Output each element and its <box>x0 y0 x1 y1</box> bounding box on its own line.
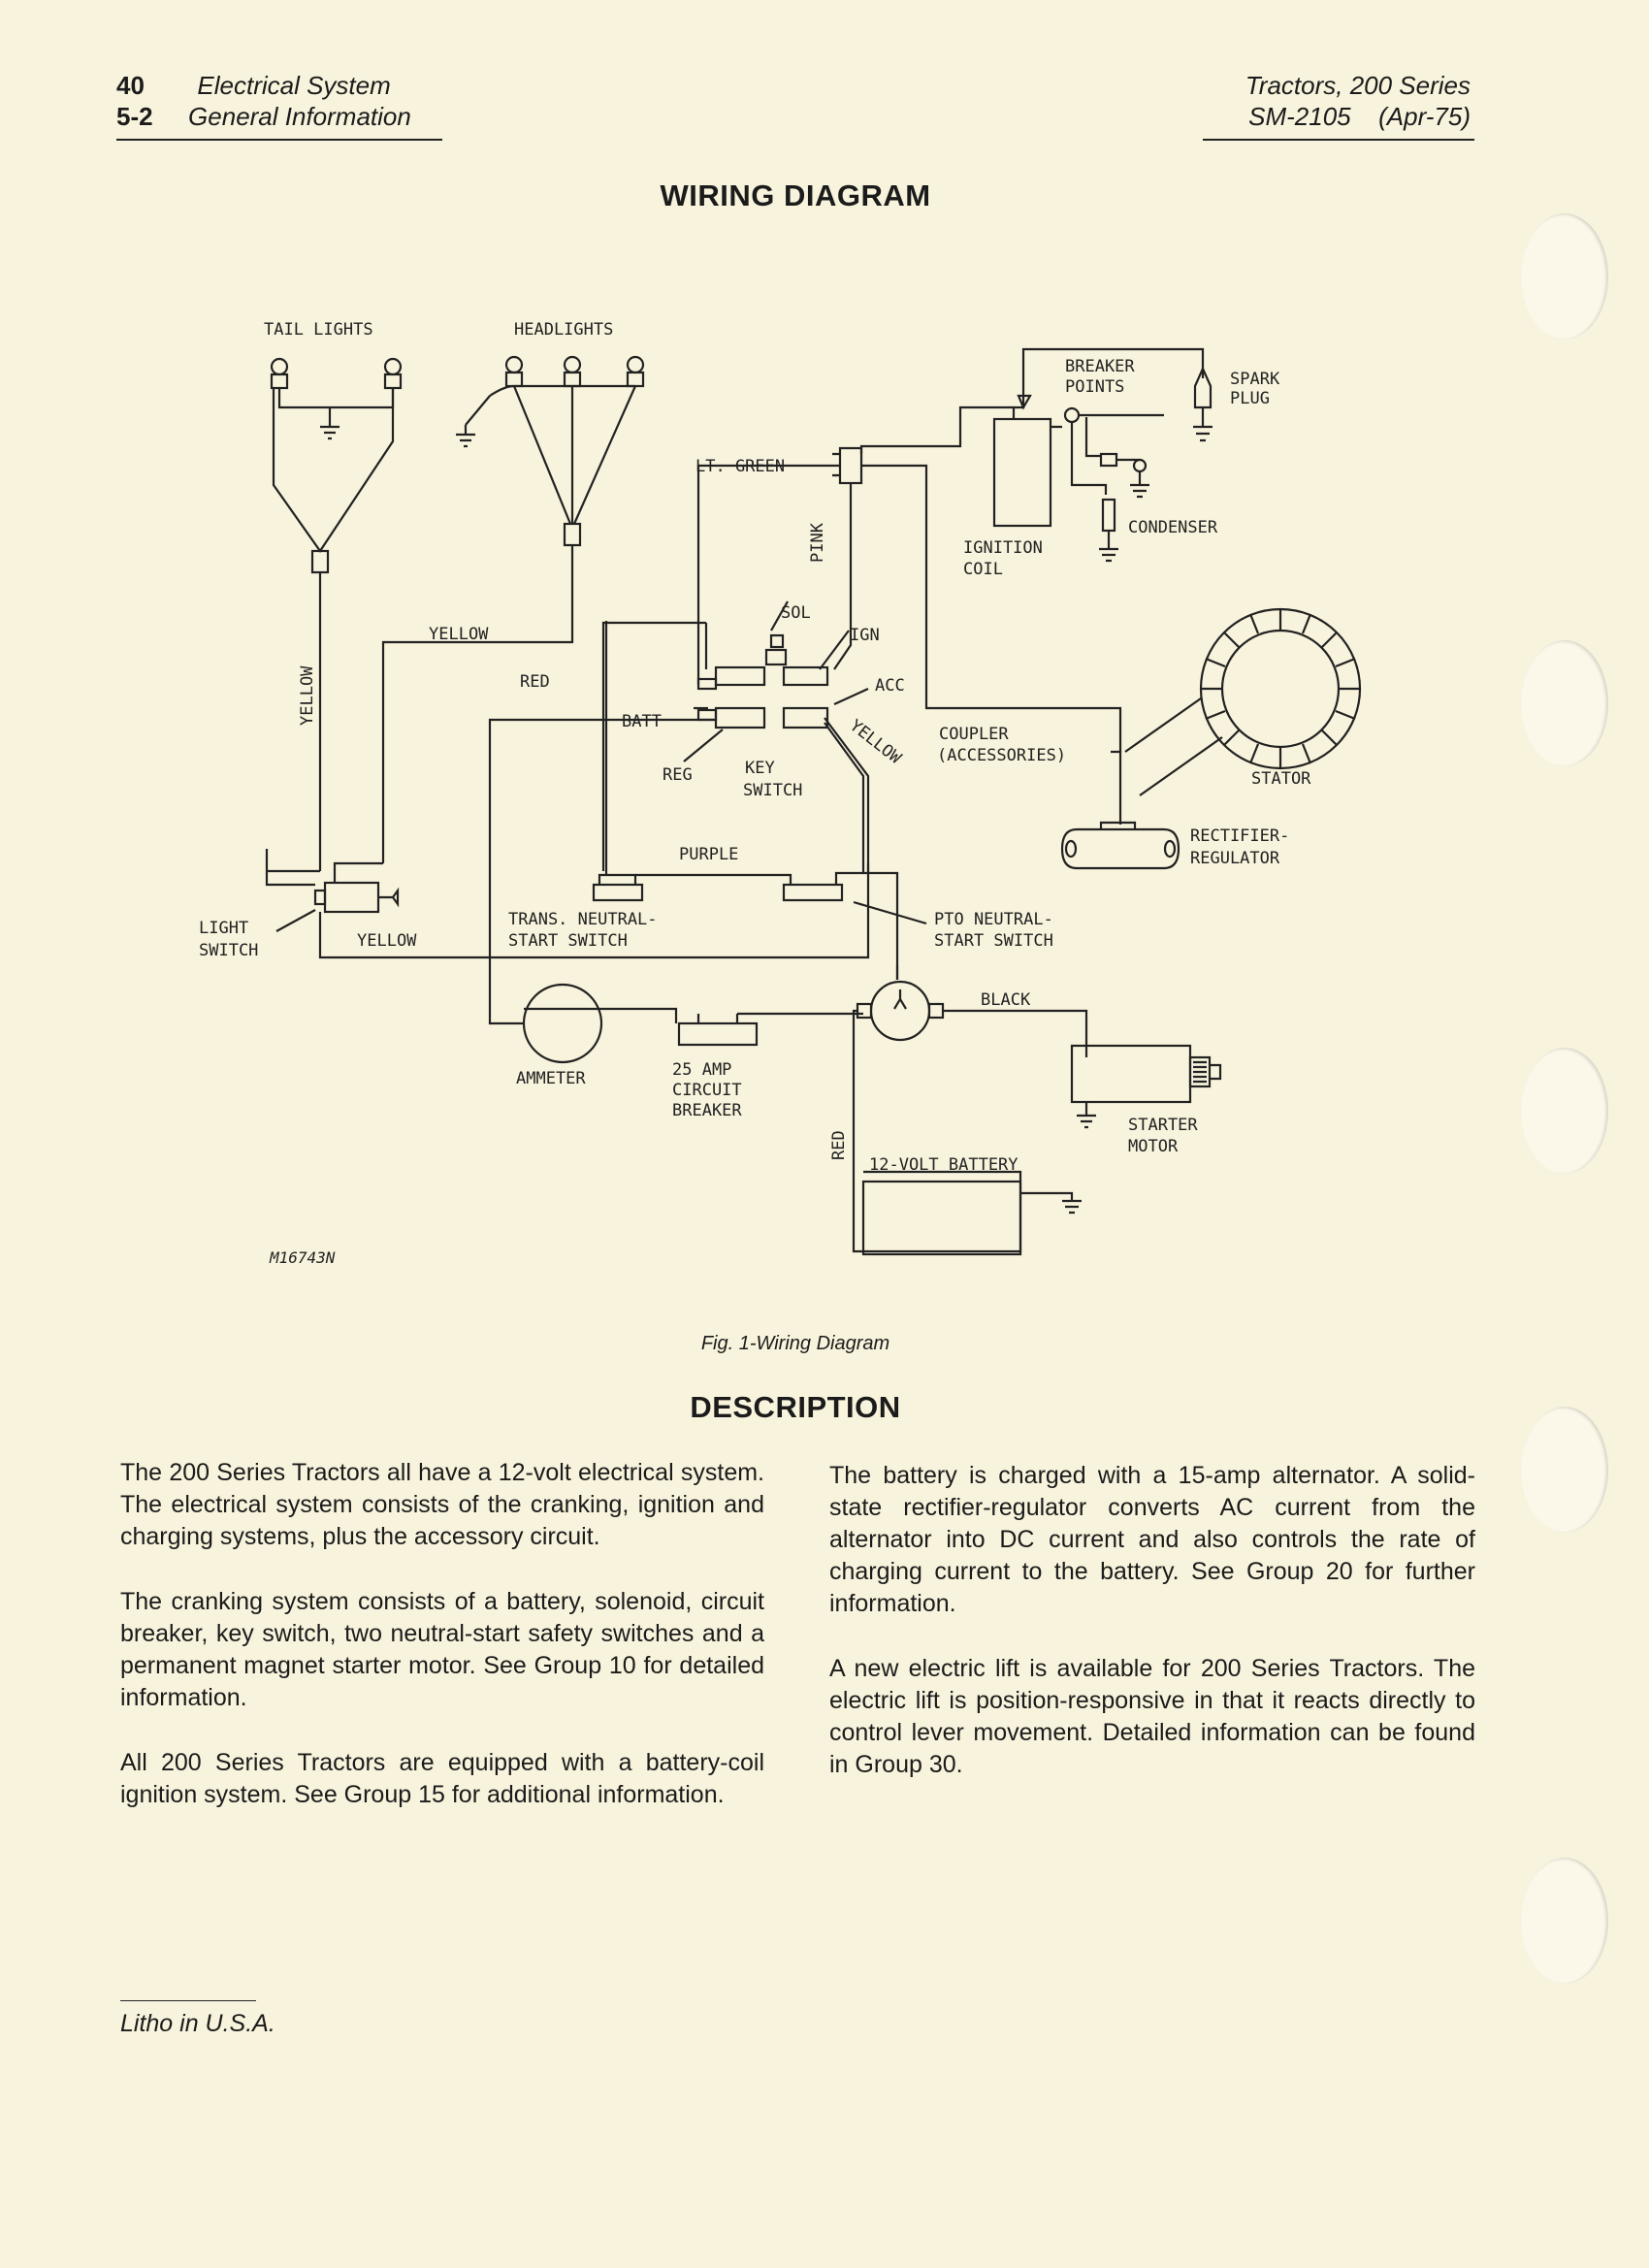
label-ammeter: AMMETER <box>516 1069 586 1088</box>
label-sol: SOL <box>781 603 811 623</box>
label-coupler-1: COUPLER <box>939 725 1009 744</box>
label-breaker-points-2: POINTS <box>1065 377 1124 397</box>
desc-paragraph: A new electric lift is available for 200… <box>829 1655 1475 1778</box>
label-headlights: HEADLIGHTS <box>514 320 613 340</box>
label-rectifier-1: RECTIFIER- <box>1190 826 1289 846</box>
label-key-switch-1: KEY <box>745 759 775 778</box>
manual-number: SM-2105 <box>1248 102 1351 131</box>
label-breaker-2: CIRCUIT <box>672 1081 742 1100</box>
label-batt: BATT <box>622 712 662 731</box>
header-rule-right <box>1203 139 1474 141</box>
starter-motor <box>1070 1044 1222 1129</box>
label-purple: PURPLE <box>679 845 738 864</box>
label-light-switch-1: LIGHT <box>199 919 248 938</box>
label-red-top: RED <box>520 672 550 692</box>
light-switch <box>265 849 870 959</box>
pto-neutral-switch <box>782 717 927 980</box>
label-starter-1: STARTER <box>1128 1116 1198 1135</box>
description-heading: DESCRIPTION <box>690 1390 901 1424</box>
product-name: Tractors, 200 Series <box>1245 71 1471 100</box>
page-number: 40 <box>116 71 145 100</box>
label-condenser: CONDENSER <box>1128 518 1218 537</box>
binder-hole <box>1521 1048 1608 1174</box>
label-lt-green: LT. GREEN <box>695 457 785 476</box>
page-header-right: Tractors, 200 Series SM-2105 (Apr-75) <box>1245 70 1471 132</box>
diagram-labels: TAIL LIGHTS HEADLIGHTS BREAKER POINTS SP… <box>199 320 1311 1267</box>
battery <box>861 1180 1082 1256</box>
figure-caption: Fig. 1-Wiring Diagram <box>700 1333 890 1354</box>
section-number: 5-2 <box>116 102 153 131</box>
description-col-2: The battery is charged with a 15-amp alt… <box>829 1460 1475 1781</box>
key-switch <box>488 464 869 957</box>
binder-hole <box>1521 213 1608 340</box>
label-light-switch-2: SWITCH <box>199 941 258 960</box>
label-yellow-top: YELLOW <box>429 625 489 644</box>
tail-lights <box>270 357 403 871</box>
ammeter <box>488 957 678 1064</box>
label-rectifier-2: REGULATOR <box>1190 849 1280 868</box>
label-breaker-points-1: BREAKER <box>1065 357 1135 376</box>
binder-hole <box>1521 1858 1608 1984</box>
label-battery: 12-VOLT BATTERY <box>869 1155 1018 1175</box>
desc-paragraph: The 200 Series Tractors all have a 12-vo… <box>120 1459 764 1550</box>
desc-paragraph: The cranking system consists of a batter… <box>120 1588 764 1711</box>
diagram-ref-code: M16743N <box>269 1248 336 1267</box>
trans-neutral-switch <box>592 621 792 902</box>
label-reg: REG <box>663 765 693 785</box>
diagram-title: WIRING DIAGRAM <box>660 178 931 212</box>
label-ignition-coil-2: COIL <box>963 560 1003 579</box>
label-pink: PINK <box>808 522 827 563</box>
spark-plug <box>1193 366 1212 442</box>
label-yellow-bottom: YELLOW <box>357 931 417 951</box>
binder-hole <box>1521 640 1608 766</box>
label-ign: IGN <box>850 626 880 645</box>
label-trans-neutral-1: TRANS. NEUTRAL- <box>508 910 658 929</box>
wiring-diagram: TAIL LIGHTS HEADLIGHTS BREAKER POINTS SP… <box>199 320 1362 1267</box>
label-red-vertical: RED <box>829 1130 849 1160</box>
label-tail-lights: TAIL LIGHTS <box>264 320 373 340</box>
rectifier-regulator <box>1060 821 1180 870</box>
starter-solenoid <box>852 965 1088 1253</box>
label-key-switch-2: SWITCH <box>743 781 802 800</box>
circuit-breaker <box>677 1012 863 1047</box>
label-breaker-3: BREAKER <box>672 1101 742 1120</box>
label-yellow-vertical: YELLOW <box>298 665 317 726</box>
label-black: BLACK <box>981 990 1031 1010</box>
desc-paragraph: The battery is charged with a 15-amp alt… <box>829 1462 1475 1617</box>
label-spark-plug-2: PLUG <box>1230 389 1270 408</box>
label-spark-plug-1: SPARK <box>1230 370 1280 389</box>
label-yellow-diag: YELLOW <box>846 716 905 768</box>
label-pto-neutral-1: PTO NEUTRAL- <box>934 910 1053 929</box>
footer-litho: Litho in U.S.A. <box>120 2010 275 2037</box>
label-acc: ACC <box>875 676 905 696</box>
label-breaker-1: 25 AMP <box>672 1060 731 1080</box>
section-title: Electrical System <box>197 71 391 100</box>
coupler-block <box>832 405 1122 752</box>
description-col-1: The 200 Series Tractors all have a 12-vo… <box>120 1457 764 1811</box>
sub-title: General Information <box>188 102 411 131</box>
label-pto-neutral-2: START SWITCH <box>934 931 1053 951</box>
headlights <box>381 355 645 863</box>
label-ignition-coil-1: IGNITION <box>963 538 1043 558</box>
label-trans-neutral-2: START SWITCH <box>508 931 628 951</box>
label-starter-2: MOTOR <box>1128 1137 1179 1156</box>
manual-date: (Apr-75) <box>1378 102 1471 131</box>
label-coupler-2: (ACCESSORIES) <box>937 746 1066 765</box>
stator <box>1111 607 1362 825</box>
footer-rule <box>120 2000 256 2001</box>
ignition-coil <box>992 347 1205 563</box>
label-stator: STATOR <box>1251 769 1311 789</box>
page-header-left: 40 Electrical System 5-2 General Informa… <box>116 70 411 132</box>
header-rule-left <box>116 139 442 141</box>
binder-hole <box>1521 1407 1608 1533</box>
desc-paragraph: All 200 Series Tractors are equipped wit… <box>120 1749 764 1808</box>
